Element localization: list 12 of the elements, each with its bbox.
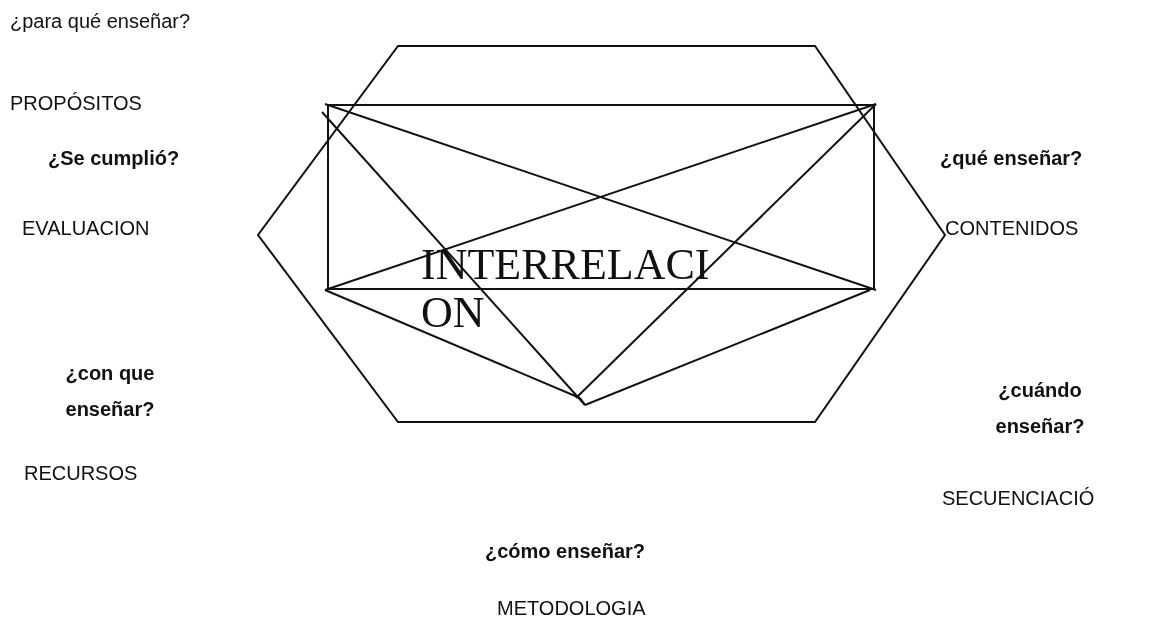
category-text: METODOLOGIA bbox=[497, 597, 646, 620]
category-text: SECUENCIACIÓ bbox=[942, 487, 1095, 510]
question-text: ¿cuándo enseñar? bbox=[994, 378, 1086, 439]
question-text: ¿cómo enseñar? bbox=[485, 540, 646, 563]
category-text: EVALUACION bbox=[22, 217, 150, 240]
category-text: RECURSOS bbox=[24, 462, 138, 485]
question-text: ¿para qué enseñar? bbox=[10, 10, 191, 33]
category-text: PROPÓSITOS bbox=[10, 92, 142, 115]
question-text: ¿Se cumplió? bbox=[48, 147, 180, 170]
category-text: CONTENIDOS bbox=[945, 217, 1079, 240]
question-text: ¿con que enseñar? bbox=[64, 361, 156, 422]
question-text: ¿qué enseñar? bbox=[940, 147, 1083, 170]
